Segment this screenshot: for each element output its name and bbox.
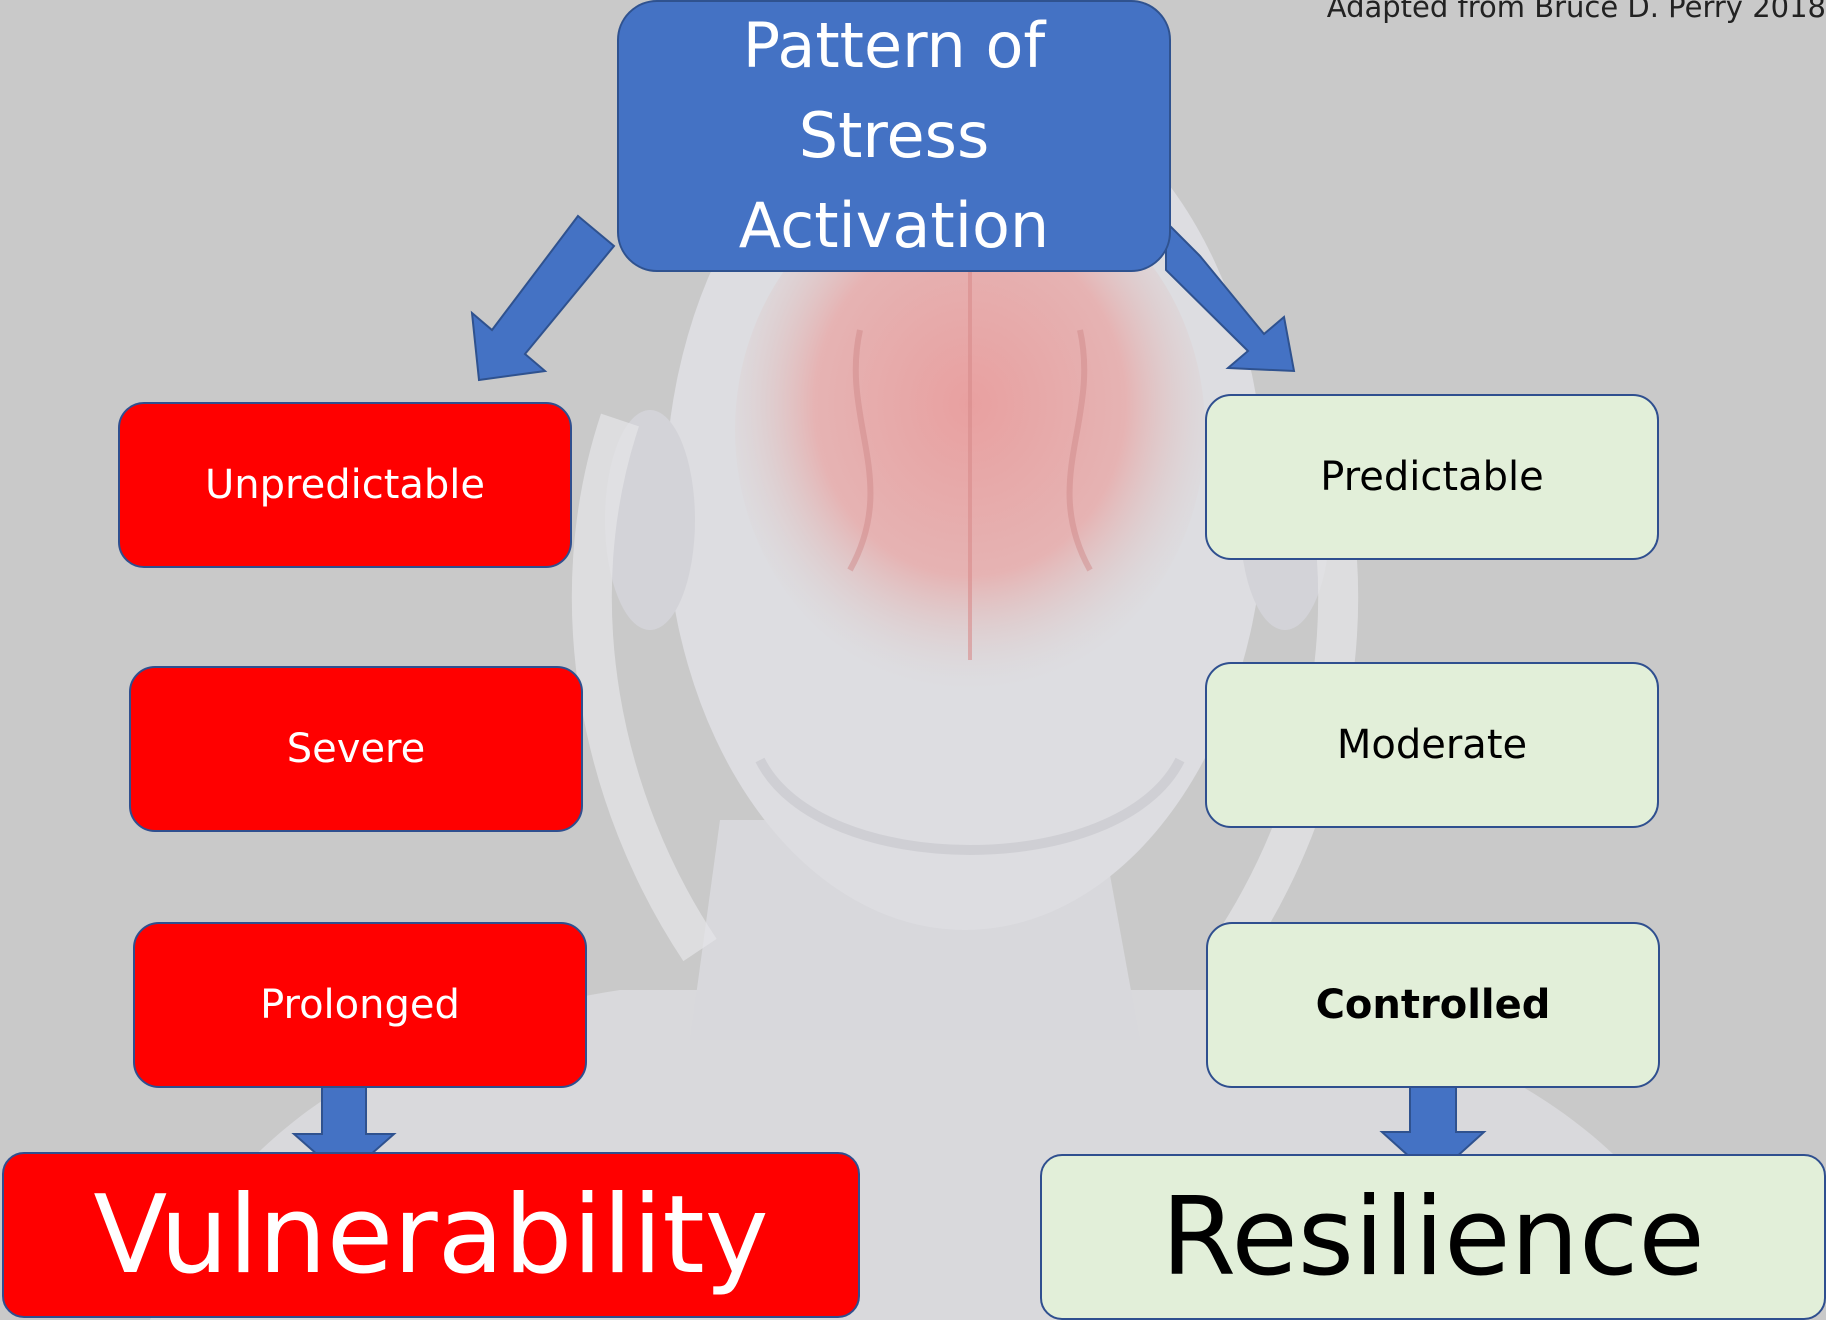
title-box: Pattern of Stress Activation [617,0,1171,272]
resilience-box: Resilience [1040,1154,1826,1320]
unpredictable-label: Unpredictable [205,462,485,508]
prolonged-box: Prolonged [133,922,587,1088]
arrow-to-unpredictable [470,214,616,382]
severe-label: Severe [286,726,426,772]
controlled-box: Controlled [1206,922,1660,1088]
title-line-2: Stress [798,99,990,172]
controlled-label: Controlled [1315,982,1551,1028]
title-line-1: Pattern of [742,9,1046,82]
predictable-label: Predictable [1320,454,1544,500]
prolonged-label: Prolonged [260,982,460,1028]
predictable-box: Predictable [1205,394,1659,560]
severe-box: Severe [129,666,583,832]
vulnerability-box: Vulnerability [2,1152,860,1318]
source-credit: Adapted from Bruce D. Perry 2018 [1326,0,1826,24]
title-line-3: Activation [738,189,1050,262]
unpredictable-box: Unpredictable [118,402,572,568]
arrow-to-predictable [1165,219,1296,373]
resilience-label: Resilience [1161,1174,1705,1300]
moderate-box: Moderate [1205,662,1659,828]
vulnerability-label: Vulnerability [93,1172,769,1298]
moderate-label: Moderate [1336,722,1528,768]
